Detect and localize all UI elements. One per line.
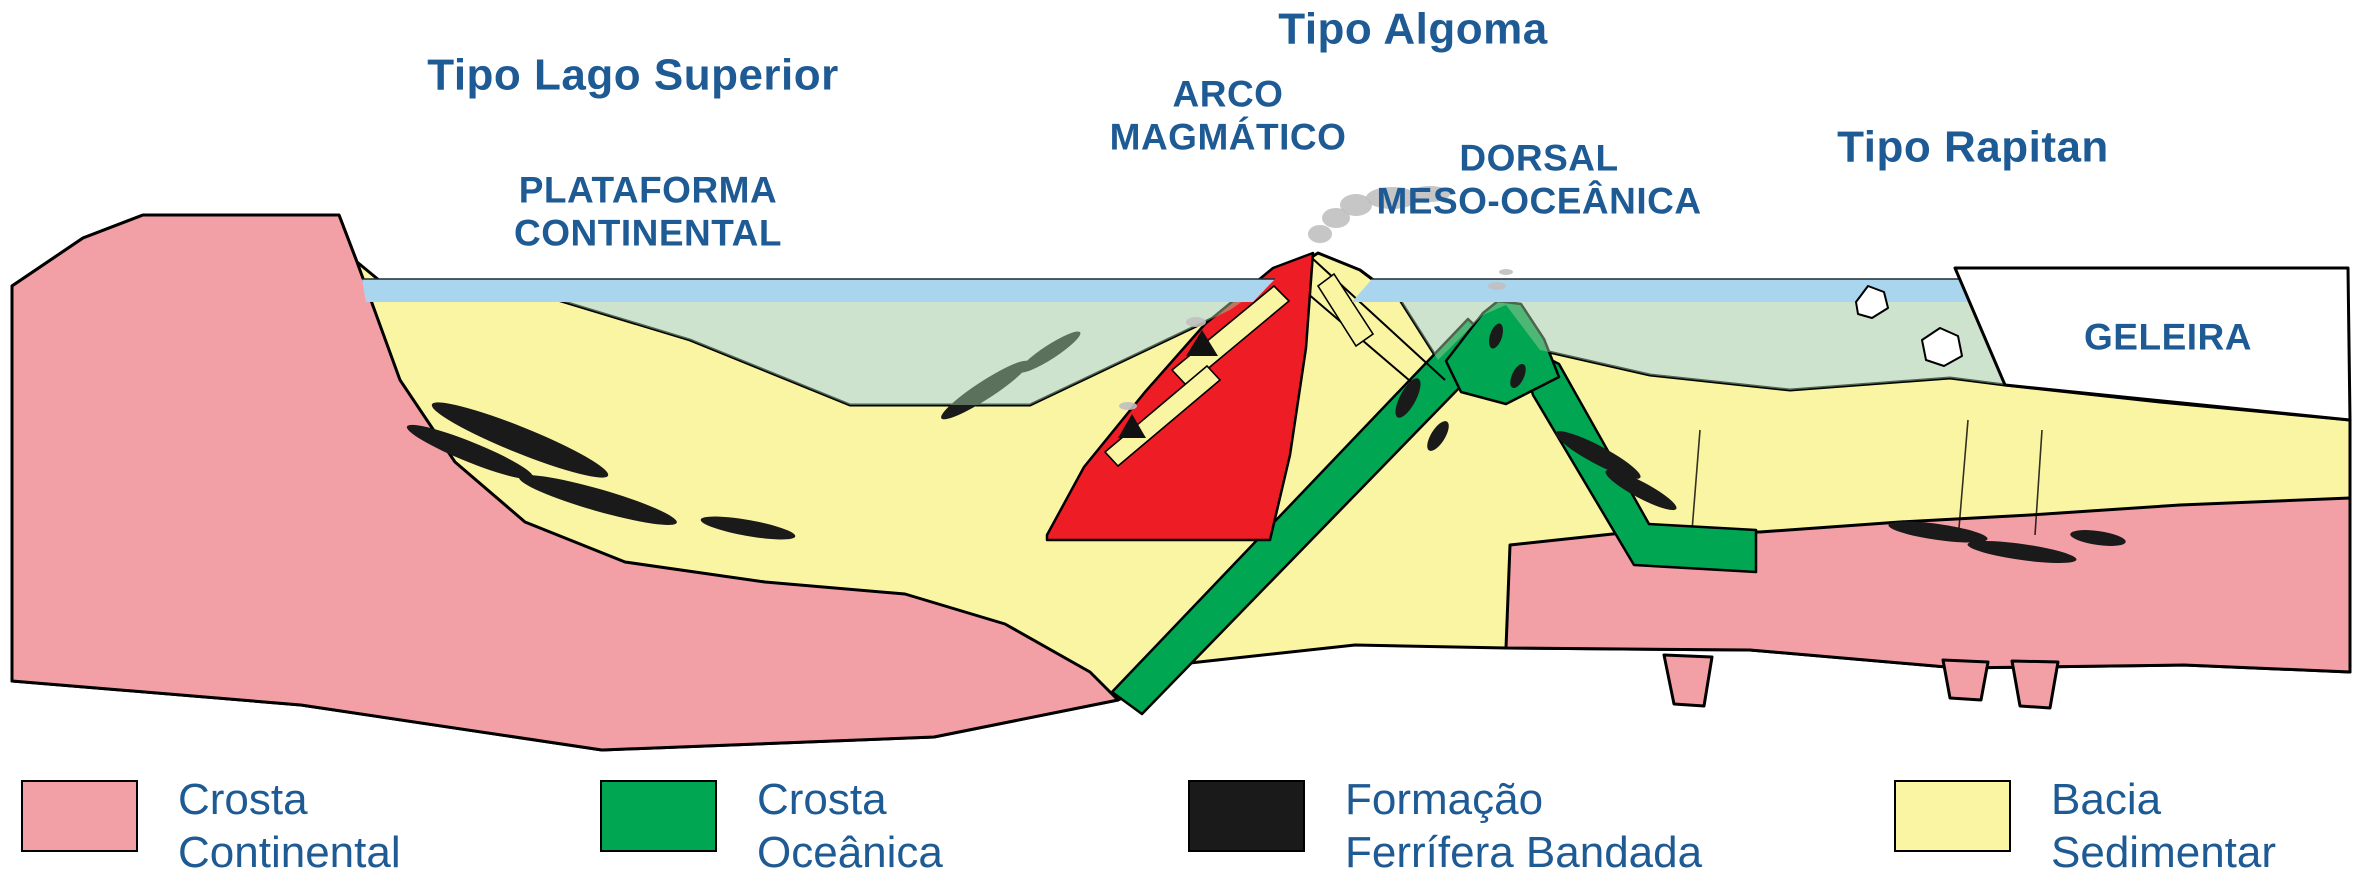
smoke-layer xyxy=(1119,186,1513,410)
legend-item-continental-crust: Crosta Continental xyxy=(21,775,401,880)
ice-layer xyxy=(1855,266,2352,422)
iron-formation-lens xyxy=(700,516,796,540)
legend-swatch-continental-crust xyxy=(21,780,138,852)
legend-swatch-banded-iron-formation xyxy=(1188,780,1305,852)
volcanic-smoke-icon xyxy=(1340,194,1372,216)
oceanic-crust-layer xyxy=(1516,341,1758,574)
iron-formation-lens xyxy=(519,475,677,525)
iron-formation-lens xyxy=(431,402,609,478)
legend-swatch-oceanic-crust xyxy=(600,780,717,852)
continental-crust-left xyxy=(10,213,1120,752)
iron-formation-lens xyxy=(1888,521,1988,543)
iron-formation-lens xyxy=(1489,323,1503,349)
hydrothermal-smoke-icon xyxy=(1488,282,1506,290)
iron-formation-lens xyxy=(1605,469,1677,511)
iron-formation-lens xyxy=(2070,530,2126,546)
water-layer xyxy=(362,278,2005,405)
arc-sediment-stripe xyxy=(1103,364,1222,468)
legend-label: Bacia Sedimentar xyxy=(2051,775,2277,877)
label-dorsal-meso-oceanica: DORSAL MESO-OCEÂNICA xyxy=(1376,137,1702,221)
glacier-block xyxy=(1953,266,2352,422)
volcanic-smoke-icon xyxy=(1308,225,1332,243)
iron-formation-lens xyxy=(1395,378,1421,418)
legend-label: Formação Ferrífera Bandada xyxy=(1345,775,1703,877)
volcanic-smoke-icon xyxy=(1119,402,1137,410)
arc-sediment-stripe xyxy=(1316,272,1375,348)
label-tipo-algoma: Tipo Algoma xyxy=(1278,4,1548,54)
volcanic-smoke-icon xyxy=(1186,317,1206,327)
hydrothermal-smoke-icon xyxy=(1499,269,1513,275)
normal-fault-line xyxy=(2034,429,2043,536)
iron-formation-lens xyxy=(1427,421,1449,451)
normal-fault-line xyxy=(1957,419,1969,541)
iron-formation-lens xyxy=(1510,363,1526,389)
label-tipo-rapitan: Tipo Rapitan xyxy=(1837,122,2109,172)
geology-layer xyxy=(10,213,2352,752)
volcano-icon xyxy=(1118,414,1146,438)
fault-block xyxy=(2010,659,2060,710)
shallow-water-left xyxy=(380,279,1275,405)
volcanic-smoke-icon xyxy=(1410,186,1450,202)
legend-label: Crosta Continental xyxy=(178,775,401,877)
iron-formation-lens xyxy=(1967,540,2077,564)
legend-label: Crosta Oceânica xyxy=(757,775,943,877)
label-geleira: GELEIRA xyxy=(2084,316,2252,358)
legend-item-banded-iron-formation: Formação Ferrífera Bandada xyxy=(1188,775,1702,880)
volcano-icon xyxy=(1186,330,1218,356)
volcanic-smoke-icon xyxy=(1366,187,1418,209)
shallow-water-right xyxy=(1372,279,2005,390)
arc-sediment-stripe xyxy=(1170,284,1291,388)
volcanic-smoke-icon xyxy=(1322,208,1350,228)
label-tipo-lago-superior: Tipo Lago Superior xyxy=(427,50,839,100)
legend-item-oceanic-crust: Crosta Oceânica xyxy=(600,775,943,880)
iron-formation-lens xyxy=(406,424,534,480)
fault-block xyxy=(1941,658,1990,702)
label-plataforma-continental: PLATAFORMA CONTINENTAL xyxy=(514,169,782,253)
label-arco-magmatico: ARCO MAGMÁTICO xyxy=(1109,73,1347,157)
iron-formation-lens xyxy=(1555,431,1641,479)
fault-block xyxy=(1662,653,1714,708)
sea-surface-right xyxy=(1352,279,1968,302)
sea-surface-left xyxy=(362,279,1275,302)
legend-item-sedimentary-basin: Bacia Sedimentar xyxy=(1894,775,2276,880)
iceberg xyxy=(1921,327,1963,367)
legend-swatch-sedimentary-basin xyxy=(1894,780,2011,852)
iceberg xyxy=(1855,285,1889,319)
